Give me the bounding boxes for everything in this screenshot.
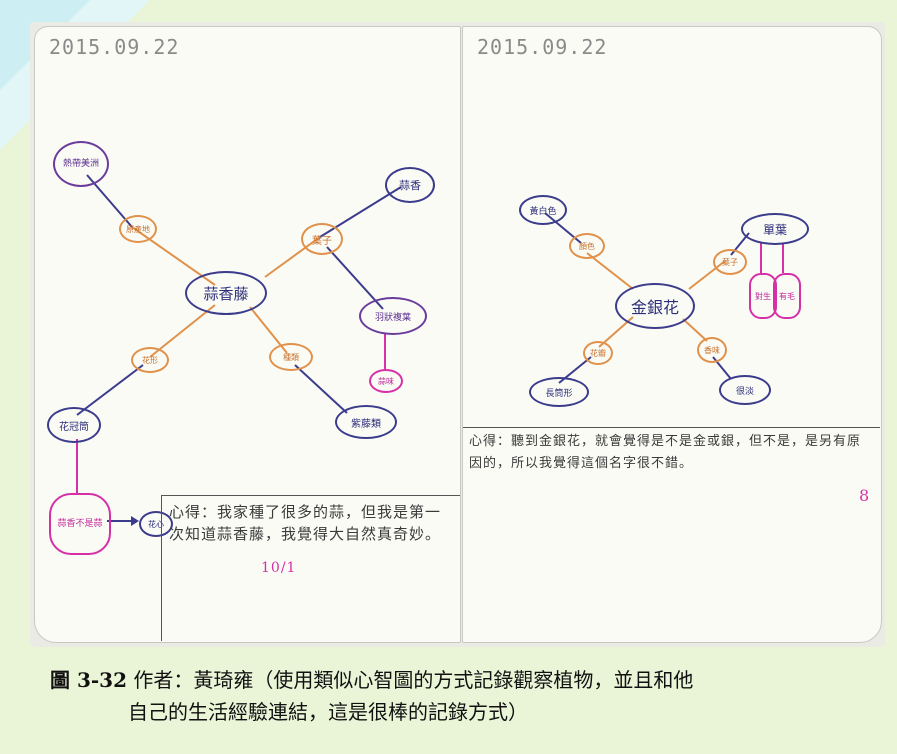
figure-caption: 圖 3-32 作者：黃琦雍（使用類似心智圖的方式記錄觀察植物，並且和他 自己的生… xyxy=(50,664,870,728)
left-node-garlic-taste: 蒜味 xyxy=(369,369,403,393)
figure-number: 圖 3-32 xyxy=(50,668,128,692)
left-node-flower-label: 花形 xyxy=(131,347,169,373)
right-mindmap-lines xyxy=(544,212,784,384)
left-teacher-mark: 10/1 xyxy=(261,560,297,576)
right-node-tube-shape: 長筒形 xyxy=(529,377,589,407)
left-node-type-label: 種類 xyxy=(269,343,313,371)
left-node-origin-label: 原產地 xyxy=(119,215,157,243)
left-node-leaf-label: 葉子 xyxy=(301,223,343,255)
left-reflection-box xyxy=(161,495,460,641)
right-page-date: 2015.09.22 xyxy=(477,35,608,59)
left-node-corolla: 花冠筒 xyxy=(47,407,101,443)
left-node-not-garlic: 蒜香不是蒜 xyxy=(49,493,111,555)
right-reflection-text: 心得：聽到金銀花，就會覺得是不是金或銀，但不是，是另有原因的，所以我覺得這個名字… xyxy=(469,434,862,471)
right-node-faint: 很淡 xyxy=(719,375,771,405)
left-node-garlic-scent: 蒜香 xyxy=(385,167,435,203)
left-center-node: 蒜香藤 xyxy=(185,271,267,315)
left-node-compound-leaf: 羽狀複葉 xyxy=(359,297,427,335)
caption-line-2: 自己的生活經驗連結，這是很棒的記錄方式） xyxy=(128,700,528,724)
notebook-right-page: 2015.09.22 金銀花 黃白色 顏色 葉子 單葉 對生 有毛 花瓣 長筒形… xyxy=(462,26,882,643)
right-node-petal-label: 花瓣 xyxy=(583,341,613,365)
left-node-wisteria: 紫藤類 xyxy=(335,405,397,439)
left-node-flower-heart: 花心 xyxy=(139,511,173,537)
right-reflection-rule xyxy=(463,427,880,428)
right-center-node: 金銀花 xyxy=(615,283,695,329)
right-node-scent-label: 香味 xyxy=(697,337,727,363)
right-node-leaf-label: 葉子 xyxy=(713,249,747,275)
notebook-left-page: 2015.09.22 蒜香藤 熱帶美洲 原產地 葉子 蒜香 羽狀複葉 蒜味 花形… xyxy=(34,26,461,643)
notebook-photo: 2015.09.22 蒜香藤 熱帶美洲 原產地 葉子 蒜香 羽狀複葉 蒜味 花形… xyxy=(30,22,885,647)
right-node-color-label: 顏色 xyxy=(569,233,605,259)
right-node-simple-leaf: 單葉 xyxy=(741,213,809,245)
left-reflection-text: 心得：我家種了很多的蒜，但我是第一次知道蒜香藤，我覺得大自然真奇妙。 xyxy=(169,503,442,543)
left-page-date: 2015.09.22 xyxy=(49,35,180,59)
right-node-opposite: 對生 xyxy=(749,273,777,319)
right-teacher-mark: 8 xyxy=(859,486,871,505)
caption-line-1: 作者：黃琦雍（使用類似心智圖的方式記錄觀察植物，並且和他 xyxy=(133,668,694,692)
right-node-cream-color: 黃白色 xyxy=(519,195,567,225)
right-node-hairy: 有毛 xyxy=(773,273,801,319)
left-node-origin-leaf: 熱帶美洲 xyxy=(53,141,109,187)
